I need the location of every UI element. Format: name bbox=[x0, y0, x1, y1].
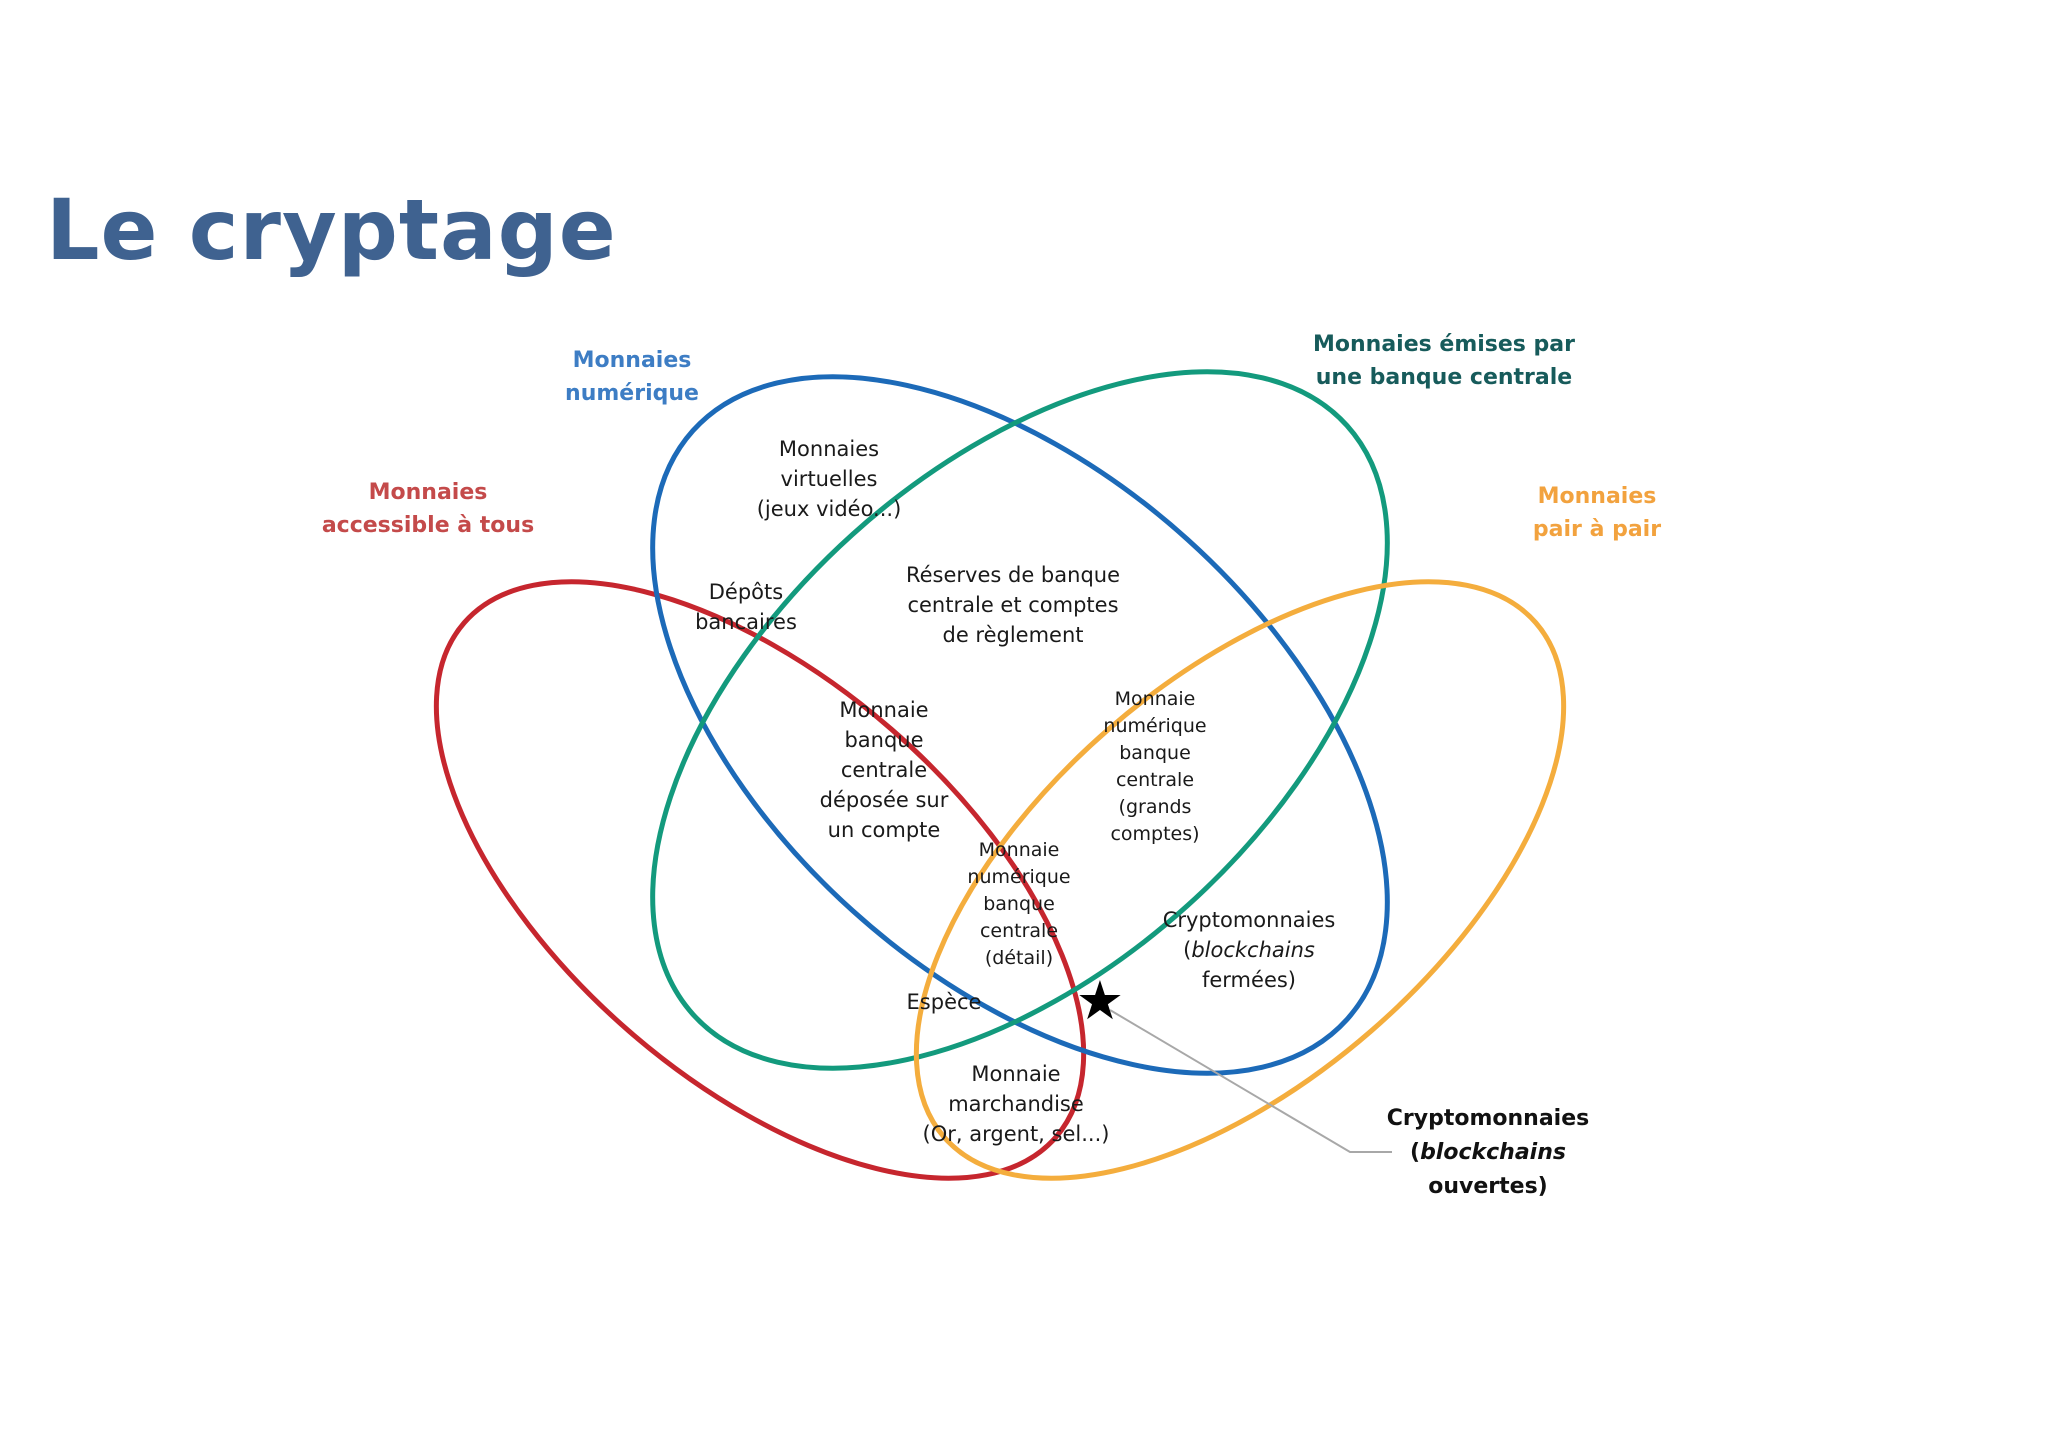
region-reserves-line2: centrale et comptes bbox=[907, 593, 1118, 617]
region-cbdc-large-line4: centrale bbox=[1116, 769, 1194, 791]
set-label-green: Monnaies émises par une banque centrale bbox=[1313, 332, 1575, 390]
set-green-ellipse bbox=[650, 369, 1390, 1071]
region-cb-account-line3: centrale bbox=[841, 758, 927, 782]
callout-line3: ouvertes) bbox=[1428, 1174, 1547, 1199]
region-reserves: Réserves de banque centrale et comptes d… bbox=[906, 563, 1120, 647]
region-cb-account: Monnaie banque centrale déposée sur un c… bbox=[820, 698, 949, 842]
set-label-green-line2: une banque centrale bbox=[1316, 365, 1572, 390]
region-crypto-closed-em: blockchains bbox=[1191, 938, 1315, 962]
region-cash: Espèce bbox=[907, 990, 982, 1014]
callout-line2: (blockchains bbox=[1410, 1140, 1566, 1165]
star-icon: ★ bbox=[1076, 969, 1124, 1032]
region-cbdc-retail: Monnaie numérique banque centrale (détai… bbox=[967, 839, 1070, 969]
callout-leader-line bbox=[1109, 1009, 1392, 1153]
region-reserves-line3: de règlement bbox=[942, 623, 1083, 647]
callout-paren: ( bbox=[1410, 1140, 1420, 1165]
set-label-blue-line1: Monnaies bbox=[573, 348, 692, 373]
region-crypto-closed: Cryptomonnaies (blockchains fermées) bbox=[1163, 908, 1336, 992]
region-cbdc-large-line6: comptes) bbox=[1110, 823, 1199, 845]
region-crypto-closed-line2: (blockchains bbox=[1183, 938, 1315, 962]
region-cbdc-large-line5: (grands bbox=[1119, 796, 1192, 818]
region-cbdc-retail-line1: Monnaie bbox=[979, 839, 1060, 861]
region-cb-account-line5: un compte bbox=[828, 818, 941, 842]
region-cb-account-line2: banque bbox=[844, 728, 923, 752]
set-label-green-line1: Monnaies émises par bbox=[1313, 332, 1575, 357]
set-label-red-line1: Monnaies bbox=[369, 480, 488, 505]
region-crypto-closed-line1: Cryptomonnaies bbox=[1163, 908, 1336, 932]
set-label-blue: Monnaies numérique bbox=[565, 348, 699, 406]
region-virtual-line1: Monnaies bbox=[779, 437, 879, 461]
set-label-orange-line2: pair à pair bbox=[1533, 517, 1661, 542]
region-cbdc-large-line2: numérique bbox=[1103, 715, 1206, 737]
region-virtual-line2: virtuelles bbox=[781, 467, 878, 491]
set-label-red: Monnaies accessible à tous bbox=[322, 480, 534, 538]
region-cash-line1: Espèce bbox=[907, 990, 982, 1014]
callout-line1: Cryptomonnaies bbox=[1387, 1106, 1589, 1131]
region-deposits: Dépôts bancaires bbox=[695, 580, 797, 634]
region-crypto-closed-paren: ( bbox=[1183, 938, 1191, 962]
set-label-orange-line1: Monnaies bbox=[1538, 484, 1657, 509]
set-label-orange: Monnaies pair à pair bbox=[1533, 484, 1661, 542]
region-crypto-closed-line3: fermées) bbox=[1202, 968, 1296, 992]
set-blue-ellipse bbox=[650, 374, 1390, 1076]
region-virtual-line3: (jeux vidéo...) bbox=[757, 497, 902, 521]
region-cb-account-line4: déposée sur bbox=[820, 788, 949, 812]
region-deposits-line1: Dépôts bbox=[709, 580, 783, 604]
region-commodity-line3: (Or, argent, sel...) bbox=[923, 1122, 1110, 1146]
callout-em: blockchains bbox=[1420, 1140, 1566, 1165]
region-virtual: Monnaies virtuelles (jeux vidéo...) bbox=[757, 437, 902, 521]
region-cbdc-retail-line2: numérique bbox=[967, 866, 1070, 888]
region-commodity: Monnaie marchandise (Or, argent, sel...) bbox=[923, 1062, 1110, 1146]
region-reserves-line1: Réserves de banque bbox=[906, 563, 1120, 587]
region-cb-account-line1: Monnaie bbox=[839, 698, 928, 722]
region-deposits-line2: bancaires bbox=[695, 610, 797, 634]
region-cbdc-retail-line4: centrale bbox=[980, 920, 1058, 942]
region-cbdc-large-line1: Monnaie bbox=[1115, 688, 1196, 710]
page-title: Le cryptage bbox=[46, 181, 617, 279]
set-red-ellipse bbox=[433, 579, 1087, 1181]
callout-crypto-open: Cryptomonnaies (blockchains ouvertes) bbox=[1387, 1106, 1589, 1199]
set-orange-ellipse bbox=[913, 579, 1567, 1181]
region-commodity-line1: Monnaie bbox=[971, 1062, 1060, 1086]
region-cbdc-large-line3: banque bbox=[1119, 742, 1191, 764]
region-commodity-line2: marchandise bbox=[948, 1092, 1084, 1116]
region-cbdc-retail-line3: banque bbox=[983, 893, 1055, 915]
set-label-red-line2: accessible à tous bbox=[322, 513, 534, 538]
set-label-blue-line2: numérique bbox=[565, 381, 699, 406]
region-cbdc-retail-line5: (détail) bbox=[985, 947, 1053, 969]
region-cbdc-large: Monnaie numérique banque centrale (grand… bbox=[1103, 688, 1206, 845]
